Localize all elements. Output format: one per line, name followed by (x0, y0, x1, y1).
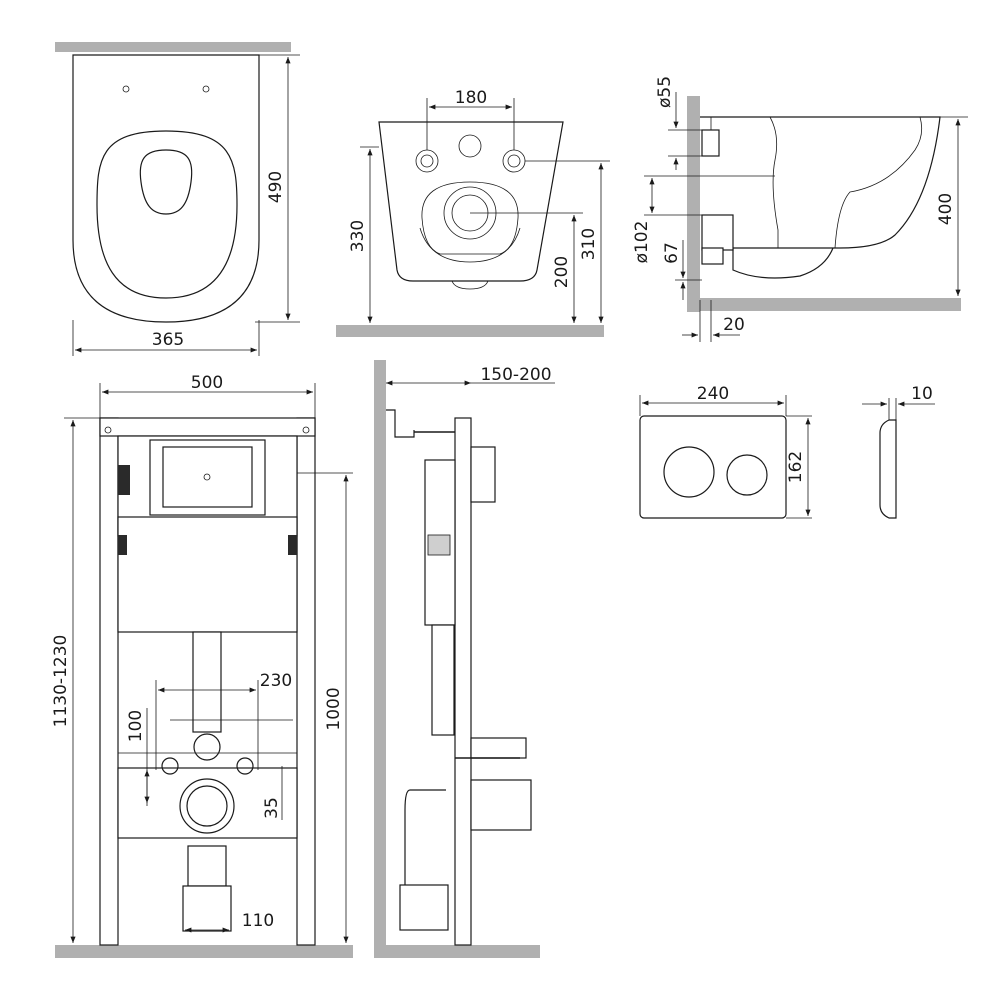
mounting-bolt-left (161, 757, 179, 775)
view-top-seat: 490 365 (55, 42, 300, 356)
outlet-pipe (701, 214, 734, 251)
dim-inlet-height: 310 (579, 228, 599, 260)
flush-pipe (192, 631, 222, 733)
drain-pipe-side (399, 884, 449, 931)
hinge-hole-right (202, 85, 210, 93)
view-front-bowl: 180 330 310 200 (336, 88, 610, 337)
flush-connector (470, 446, 496, 503)
bowl-front-outline (378, 121, 564, 282)
dim-frame-height: 1130-1230 (51, 635, 71, 728)
bolt-hole-right (502, 149, 526, 173)
mounting-bolt-right (236, 757, 254, 775)
flush-plate-side (879, 419, 897, 519)
dim-bolt-offset: 100 (126, 710, 146, 742)
bowl-opening (139, 149, 193, 215)
frame-post-right (296, 417, 316, 946)
dim-wall-gap: 20 (723, 315, 745, 335)
frame-post-left (99, 417, 119, 946)
water-inlet (458, 134, 482, 158)
dim-bolt-spacing: 230 (260, 671, 292, 691)
wall-hatch (55, 42, 291, 52)
drain-connector-outer (179, 778, 235, 834)
frame-top-bar (99, 417, 316, 437)
dim-drain-offset: 35 (262, 797, 282, 819)
dim-plate-height: 162 (786, 451, 806, 483)
dim-frame-depth: 150-200 (480, 365, 551, 385)
floor-hatch (336, 325, 604, 337)
hinge-hole-left (122, 85, 130, 93)
dim-bolt-spacing: 180 (455, 88, 487, 108)
dim-drain-width: 110 (242, 911, 274, 931)
dim-bolt-height: 1000 (324, 687, 344, 730)
dim-side-height: 400 (936, 193, 956, 225)
dim-seat-depth: 490 (266, 171, 286, 203)
wall-hatch-side (687, 96, 700, 312)
outlet-housing (421, 181, 519, 255)
view-frame-side: 150-200 (374, 360, 555, 958)
outlet-connector-side (470, 779, 532, 831)
dim-outlet-offset: 67 (662, 242, 682, 264)
dim-inlet-diameter: ø55 (655, 76, 675, 108)
bowl-side-outline (700, 116, 941, 279)
dim-outlet-diameter: ø102 (632, 221, 652, 264)
wall-bracket (386, 409, 415, 438)
frame-side-post (454, 417, 472, 946)
inlet-connector-side (470, 737, 527, 759)
floor-hatch-frame-side (374, 945, 540, 958)
view-flush-plate: 240 162 10 (639, 384, 935, 519)
dim-frame-width: 500 (191, 373, 223, 393)
drain-elbow (404, 789, 446, 885)
dim-bowl-height: 330 (348, 220, 368, 252)
drain-connector-inner (186, 785, 228, 827)
flush-button-large (663, 446, 715, 498)
cistern-tank (117, 516, 298, 633)
dim-plate-thickness: 10 (911, 384, 933, 404)
flush-button-small (726, 454, 768, 496)
floor-hatch-frame (55, 945, 353, 958)
dim-plate-width: 240 (697, 384, 729, 404)
inlet-pipe (701, 129, 720, 157)
wall-hatch-frame-side (374, 360, 386, 958)
dim-outlet-height: 200 (552, 256, 572, 288)
seat-lid (96, 130, 238, 299)
dim-seat-width: 365 (152, 330, 184, 350)
seat-outline (72, 54, 260, 323)
flush-pipe-end (193, 733, 221, 761)
view-side-bowl: ø55 ø102 67 20 400 (632, 76, 968, 342)
floor-hatch-side (687, 298, 961, 311)
bolt-hole-left (415, 149, 439, 173)
flush-pipe-side (431, 624, 455, 736)
drain-pipe-base (182, 885, 232, 932)
view-frame-front: 500 1130-1230 1000 230 100 35 110 (51, 373, 353, 958)
